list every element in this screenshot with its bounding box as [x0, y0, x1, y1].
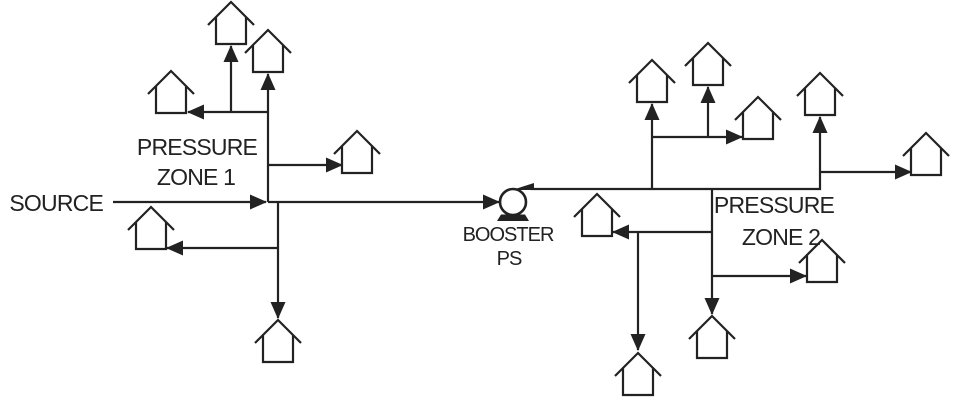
zone2-house-east-icon [798, 238, 846, 284]
pump-discharge-wedge [512, 183, 534, 190]
pipes-layer [113, 45, 912, 351]
houses-layer [127, 0, 950, 397]
zone1-house-top-left-icon [207, 0, 255, 46]
zone2-house-south-icon [688, 314, 736, 360]
booster-label-line1: BOOSTER [463, 224, 554, 246]
booster-pump-icon [497, 183, 534, 221]
zone2-house-northeast-icon [796, 71, 844, 117]
zone2-house-north-icon [684, 41, 732, 87]
house-roof [254, 318, 302, 344]
zone2-label-line2: ZONE 2 [742, 224, 820, 250]
zone1-label-line1: PRESSURE [137, 134, 258, 160]
source-label: SOURCE [9, 190, 103, 216]
zone1-house-southwest-icon [127, 205, 175, 251]
house-roof [147, 69, 195, 95]
zone2-label-line1: PRESSURE [714, 192, 835, 218]
zone2-house-far-east-icon [902, 131, 950, 177]
house-body [340, 146, 374, 175]
zone1-house-top-icon [244, 28, 292, 74]
pipe-zone2-main [531, 116, 828, 191]
house-body [580, 209, 614, 238]
house-body [805, 255, 839, 284]
house-roof [333, 129, 381, 155]
house-body [134, 222, 168, 251]
house-body [635, 75, 669, 104]
zone1-label-line2: ZONE 1 [157, 164, 235, 190]
house-body [695, 331, 729, 360]
house-body [251, 45, 285, 74]
house-body [214, 17, 248, 46]
booster-label-line2: PS [497, 248, 522, 270]
house-roof [244, 28, 292, 54]
pump-casing [498, 187, 528, 217]
zone2-house-north-east-icon [734, 95, 782, 141]
zone1-house-west-icon [147, 69, 195, 115]
house-body [909, 148, 943, 177]
house-roof [127, 205, 175, 231]
house-body [621, 368, 655, 397]
house-body [154, 86, 188, 115]
zone1-house-east-icon [333, 129, 381, 175]
house-body [261, 335, 295, 364]
house-roof [207, 0, 255, 26]
pump-base [497, 214, 529, 221]
zone2-house-southwest-icon [614, 351, 662, 397]
house-body [691, 58, 725, 87]
zone1-house-south-icon [254, 318, 302, 364]
zone2-house-west-icon [573, 192, 621, 238]
zone2-house-northwest-icon [628, 58, 676, 104]
house-body [803, 88, 837, 117]
house-body [741, 112, 775, 141]
